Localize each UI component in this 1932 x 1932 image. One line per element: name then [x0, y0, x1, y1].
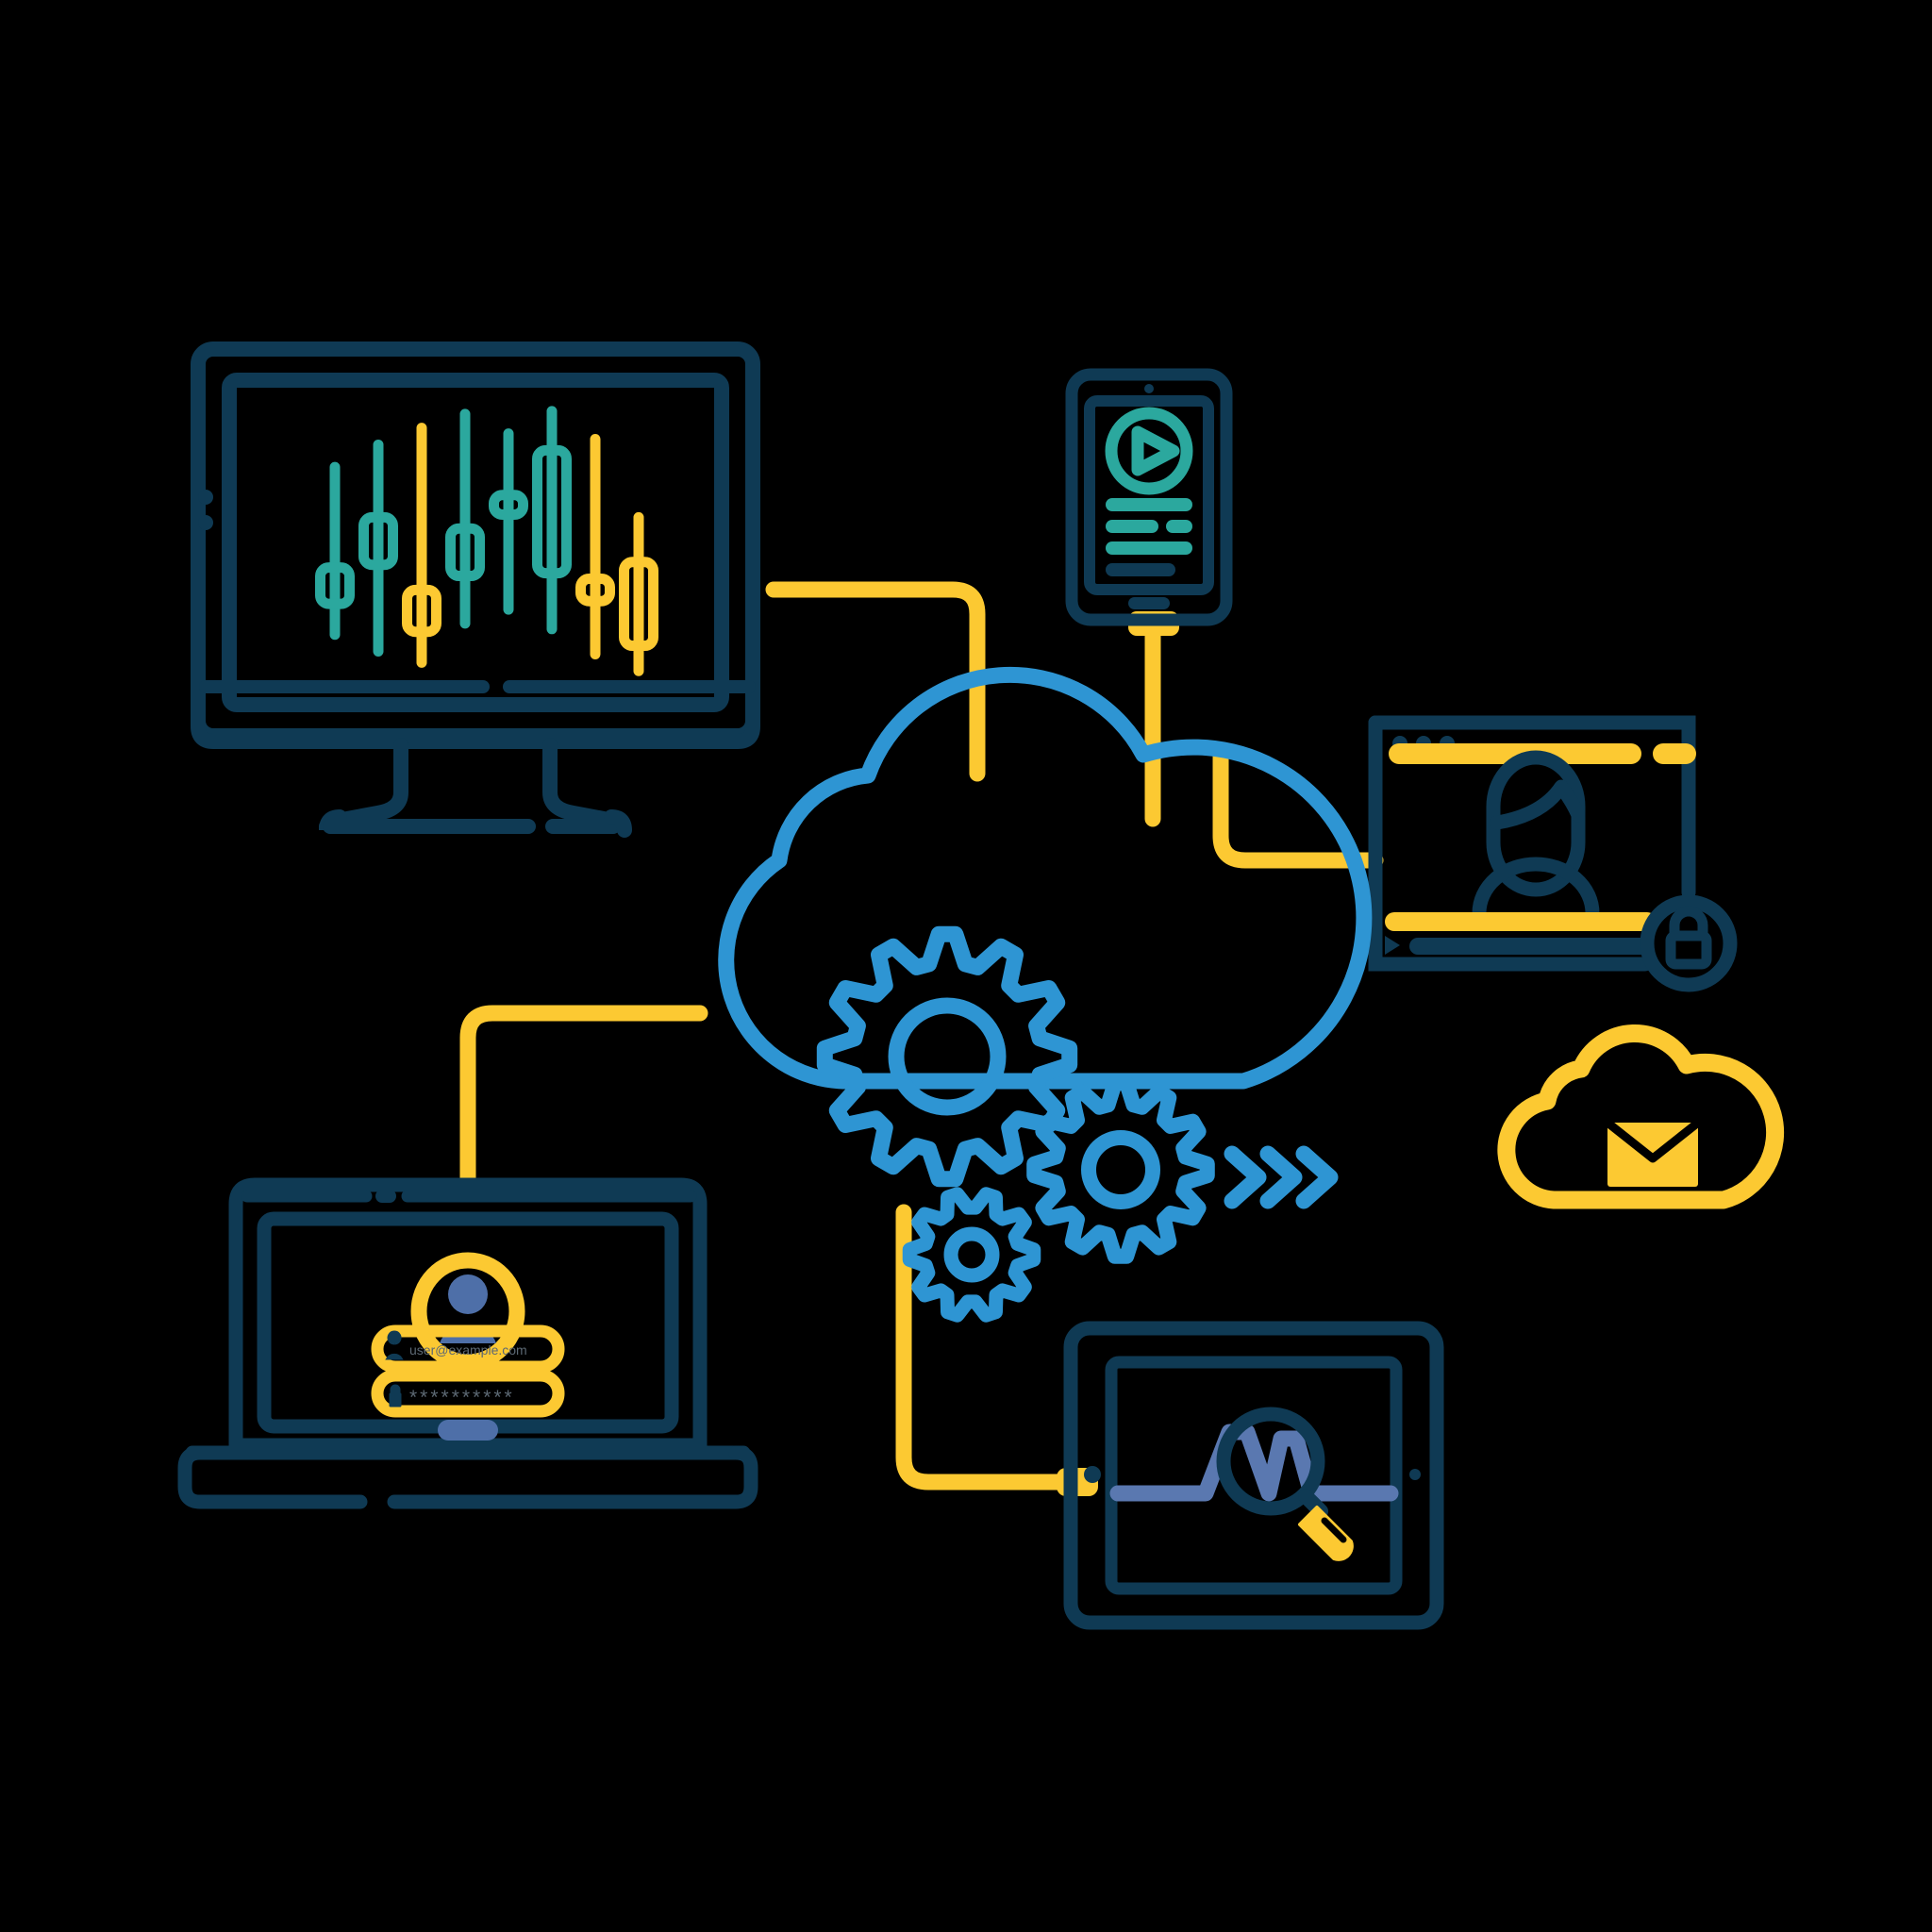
candlestick-chart	[315, 406, 658, 676]
phone-text-line-4	[1106, 563, 1175, 576]
avatar-shoulders	[1472, 857, 1600, 921]
username-value: user@example.com	[409, 1342, 527, 1357]
webcam	[375, 1190, 396, 1203]
lock-icon-shackle	[1669, 906, 1708, 936]
avatar-hair	[1490, 779, 1586, 830]
front-camera-icon	[1144, 384, 1154, 393]
secure-lock-badge[interactable]	[1640, 894, 1738, 992]
monitor-base-right-cap	[604, 809, 632, 838]
monitor-neck-right	[542, 738, 611, 826]
magnifier-handle-inner	[1321, 1517, 1347, 1543]
avatar-head	[1486, 750, 1586, 897]
email-cloud-outline	[1497, 1024, 1785, 1209]
gear-large-hub	[888, 997, 1007, 1116]
connector-chevrons	[1224, 1145, 1339, 1209]
phone-text-line-3	[1106, 541, 1192, 555]
smartphone[interactable]	[1065, 368, 1233, 626]
magnifier-icon[interactable]	[1216, 1407, 1325, 1516]
candle-body	[358, 511, 398, 571]
laptop-login[interactable]: user@example.com **********	[177, 1177, 758, 1509]
envelope-flap	[1605, 1119, 1701, 1163]
cloud-gears[interactable]	[718, 666, 1373, 1323]
gear-medium	[1026, 1075, 1215, 1264]
chevron-1	[1224, 1145, 1267, 1209]
phone-text-line-2a	[1106, 520, 1158, 533]
gear-medium-hub	[1081, 1130, 1160, 1209]
candle-body	[619, 557, 658, 652]
pulse-line	[1109, 1424, 1399, 1502]
tablet-body	[1063, 1321, 1444, 1630]
address-bar-extra[interactable]	[1653, 743, 1696, 764]
login-button[interactable]	[438, 1420, 498, 1441]
monitor-screen	[222, 373, 729, 712]
play-button-circle[interactable]	[1105, 407, 1193, 495]
phone-body	[1065, 368, 1233, 626]
address-bar[interactable]	[1389, 743, 1641, 764]
username-field[interactable]	[371, 1324, 565, 1374]
gear-large	[816, 925, 1078, 1188]
browser-frame	[1368, 715, 1696, 900]
desktop-monitor[interactable]	[191, 341, 760, 838]
connector-laptop-to-cloud	[459, 1005, 708, 1191]
monitor-indicator-dot-1	[198, 490, 213, 505]
phone-screen-frame	[1084, 395, 1214, 595]
password-value: **********	[409, 1387, 515, 1408]
home-button[interactable]	[1128, 597, 1170, 609]
play-control[interactable]	[1385, 936, 1400, 955]
candle-body	[489, 490, 528, 520]
login-avatar-head	[448, 1274, 488, 1314]
envelope-icon[interactable]	[1605, 1119, 1701, 1187]
chevron-2	[1259, 1145, 1303, 1209]
lock-icon	[389, 1384, 402, 1407]
monitor-neck	[340, 738, 408, 826]
play-icon[interactable]	[1131, 425, 1180, 476]
cloud-outline	[718, 666, 1373, 1090]
password-field[interactable]	[371, 1369, 565, 1418]
seek-bar[interactable]	[1409, 938, 1653, 955]
gear-group	[816, 925, 1215, 1323]
gear-small	[902, 1187, 1041, 1323]
tablet-analytics[interactable]	[1063, 1321, 1444, 1630]
candle-body	[575, 574, 615, 607]
video-progress-bar[interactable]	[1385, 912, 1657, 931]
candle-body	[315, 562, 355, 609]
magnifier-handle	[1298, 1506, 1354, 1561]
connector-group	[459, 581, 1384, 1496]
connector-browser-to-cloud	[1212, 746, 1384, 869]
phone-text-line-2b	[1166, 520, 1192, 533]
gear-small-hub	[943, 1226, 1000, 1283]
candle-body	[402, 584, 441, 638]
monitor-indicator-dot-2	[198, 515, 213, 530]
tablet-home-button[interactable]	[1409, 1469, 1421, 1480]
email-cloud[interactable]	[1497, 1024, 1785, 1209]
candle-body	[532, 444, 572, 579]
browser-frame-left-bottom	[1368, 715, 1653, 972]
chevron-3	[1295, 1145, 1339, 1209]
laptop-base-right	[387, 1445, 758, 1509]
candle-body	[445, 523, 485, 582]
lock-icon-body	[1665, 930, 1712, 970]
user-icon	[385, 1330, 404, 1360]
tablet-screen	[1105, 1356, 1403, 1595]
phone-text-line-1	[1106, 498, 1192, 511]
monitor-chin	[191, 689, 760, 749]
tablet-front-camera	[1084, 1466, 1101, 1483]
laptop-lid	[228, 1177, 708, 1453]
browser-window[interactable]	[1368, 715, 1738, 992]
laptop-base	[177, 1445, 368, 1509]
connector-tablet-to-cloud	[895, 1204, 1079, 1491]
connector-monitor-to-cloud	[765, 581, 986, 782]
